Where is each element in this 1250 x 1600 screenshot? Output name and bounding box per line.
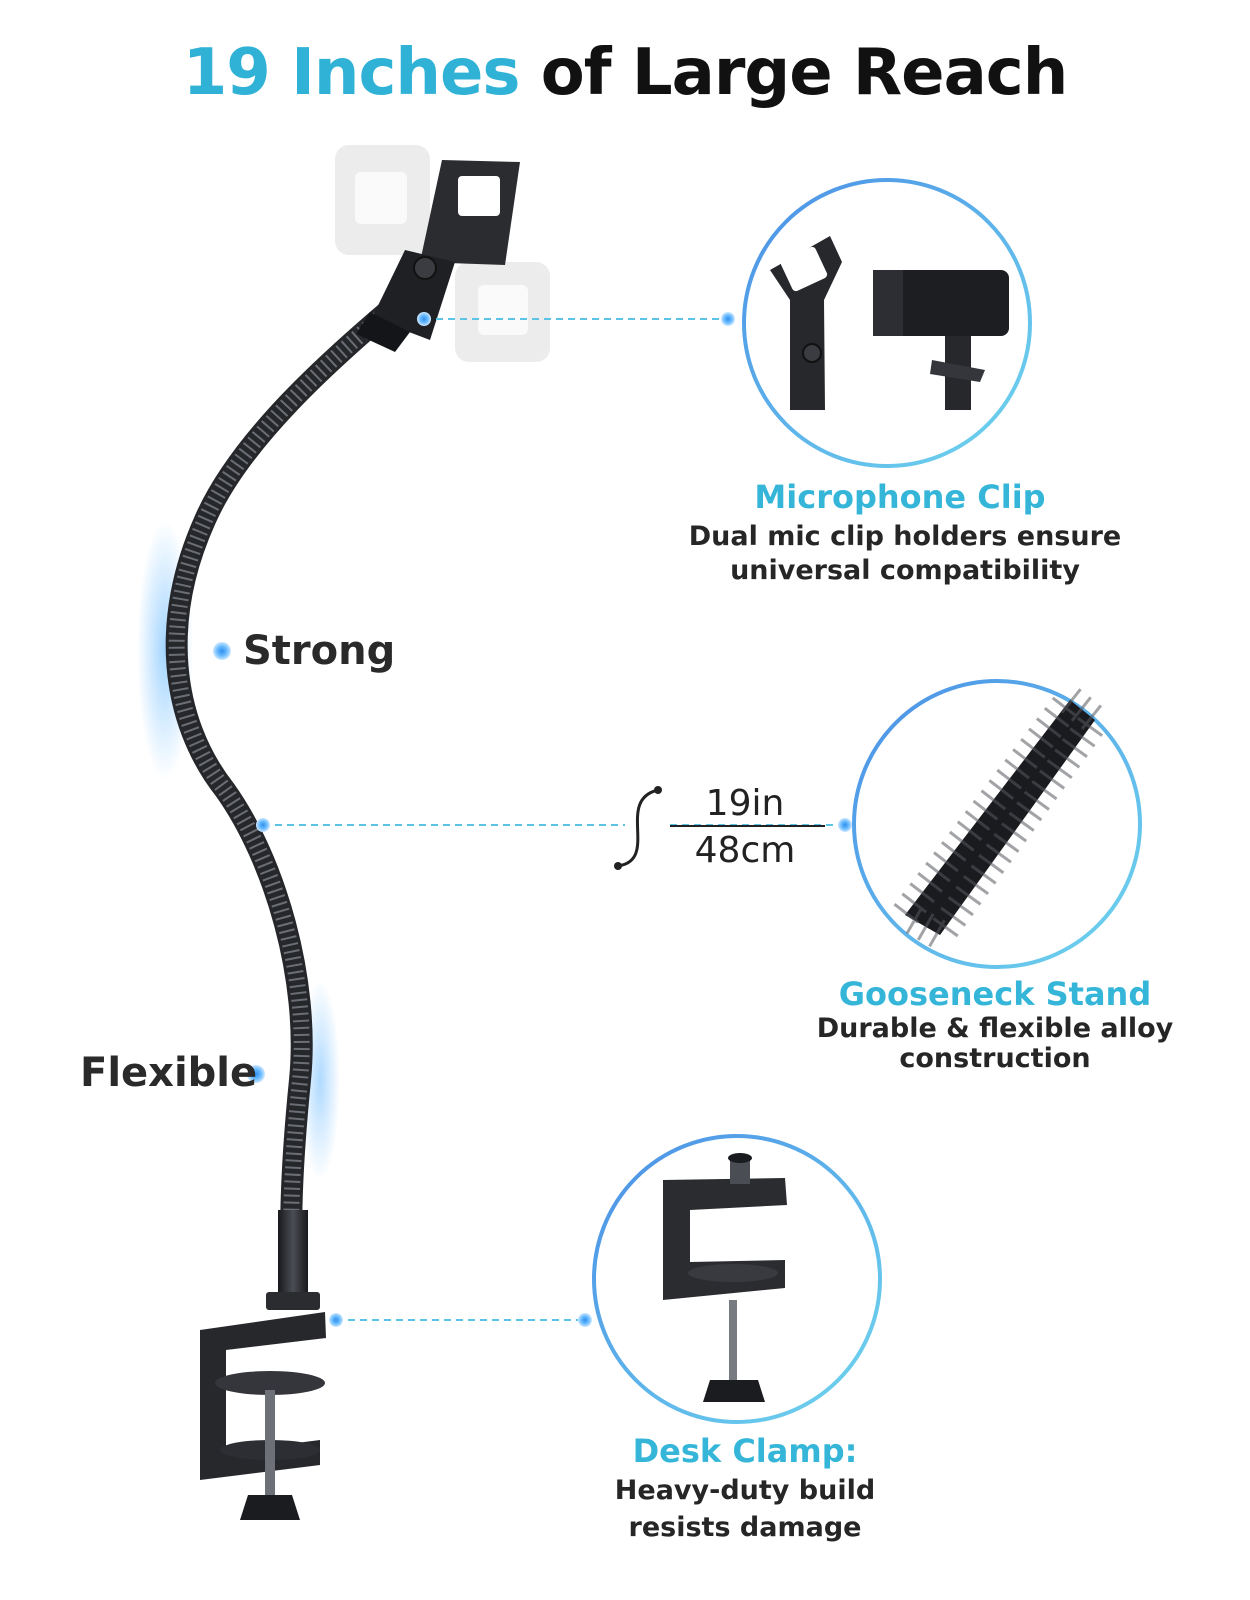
strong-label: Strong xyxy=(243,628,396,674)
feature-desc-gooseneck-line1: Durable & flexible alloy xyxy=(816,1013,1174,1044)
strong-marker xyxy=(213,642,231,660)
measure-metric: 48cm xyxy=(694,830,796,871)
feature-desc-clamp-line1: Heavy-duty build xyxy=(614,1475,876,1506)
detail-circle-gooseneck xyxy=(852,678,1142,969)
feature-desc-gooseneck-line2: construction xyxy=(899,1043,1091,1074)
feature-desc-clip: Dual mic clip holders ensure universal c… xyxy=(660,520,1150,588)
feature-desc-clip-line2: universal compatibility xyxy=(730,555,1080,586)
desk-clamp-main xyxy=(200,1210,326,1520)
feature-title-gooseneck: Gooseneck Stand xyxy=(838,975,1152,1013)
feature-title-clip: Microphone Clip xyxy=(754,478,1046,516)
ghost-clip-left xyxy=(335,145,430,255)
title-accent: 19 Inches xyxy=(182,36,521,110)
leader-clip xyxy=(417,312,735,326)
feature-desc-clamp-line2: resists damage xyxy=(628,1512,862,1543)
measure-imperial: 19in xyxy=(705,783,785,824)
page-title: 19 Inches of Large Reach xyxy=(0,36,1250,110)
gooseneck-ribs xyxy=(168,298,401,1251)
flexible-label: Flexible xyxy=(80,1050,258,1096)
ghost-clip-right xyxy=(455,262,550,362)
title-rest: of Large Reach xyxy=(519,36,1068,110)
feature-desc-clamp: Heavy-duty build resists damage xyxy=(565,1472,925,1546)
feature-title-clamp: Desk Clamp: xyxy=(632,1432,858,1470)
leader-clamp xyxy=(329,1313,592,1327)
detail-circle-clamp xyxy=(592,1134,882,1424)
detail-circle-clip xyxy=(742,178,1032,468)
measure-squiggle xyxy=(614,786,825,870)
flexible-marker xyxy=(247,1065,265,1083)
microphone-clip xyxy=(356,160,520,352)
feature-desc-clip-line1: Dual mic clip holders ensure xyxy=(688,521,1122,552)
feature-desc-gooseneck: Durable & flexible alloy construction xyxy=(805,1014,1185,1074)
